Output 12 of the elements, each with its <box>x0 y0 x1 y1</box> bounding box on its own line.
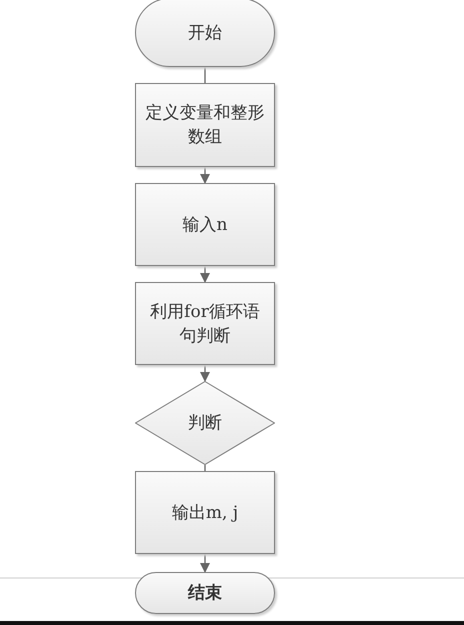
input-box: 输入n <box>135 183 275 266</box>
output-box: 输出m, j <box>135 471 275 554</box>
arrow <box>200 266 210 283</box>
connector-line <box>204 67 206 83</box>
end-terminal: 结束 <box>135 572 275 614</box>
arrow <box>200 554 210 573</box>
arrow <box>200 167 210 184</box>
decision-diamond: 判断 <box>135 381 275 465</box>
arrow <box>200 365 210 382</box>
start-terminal: 开始 <box>135 0 275 67</box>
process-box: 定义变量和整形数组 <box>135 83 275 167</box>
process-box: 利用for循环语句判断 <box>135 282 275 365</box>
